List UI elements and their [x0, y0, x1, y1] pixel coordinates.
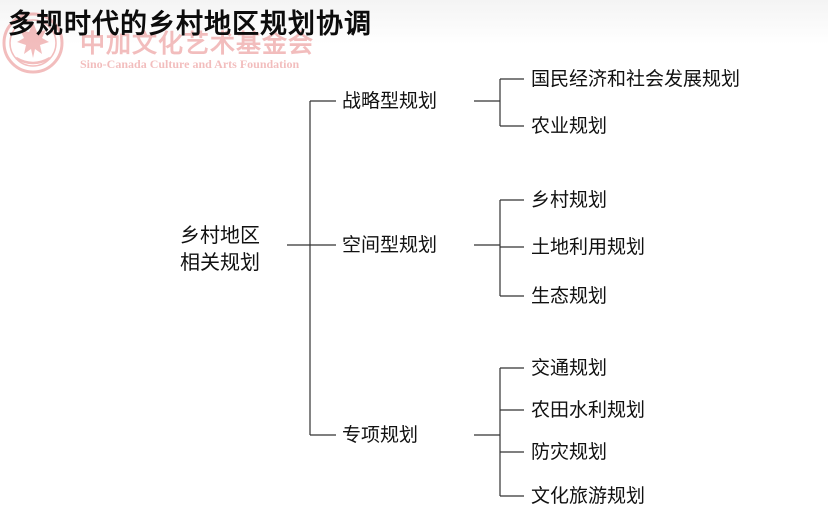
title-band [0, 0, 828, 44]
branch-node-special: 专项规划 [342, 424, 419, 446]
leaf-node: 农田水利规划 [531, 399, 646, 421]
leaf-node: 文化旅游规划 [531, 485, 646, 507]
root-node-line1: 乡村地区 [180, 223, 260, 247]
root-node: 乡村地区 相关规划 [172, 222, 268, 276]
leaf-node: 乡村规划 [531, 189, 608, 211]
watermark: 中加文化艺术基金会 Sino-Canada Culture and Arts F… [0, 10, 330, 76]
watermark-name-en: Sino-Canada Culture and Arts Foundation [80, 57, 300, 71]
watermark-name-cn: 中加文化艺术基金会 [80, 29, 315, 58]
leaf-node: 国民经济和社会发展规划 [531, 68, 741, 90]
leaf-node: 土地利用规划 [531, 236, 646, 258]
slide-title: 多规时代的乡村地区规划协调 [8, 9, 372, 40]
leaf-node: 交通规划 [531, 357, 608, 379]
branch-node-strategic: 战略型规划 [342, 90, 438, 112]
foundation-logo-icon [2, 12, 64, 74]
leaf-node: 防灾规划 [531, 441, 608, 463]
branch-node-spatial: 空间型规划 [342, 234, 438, 256]
leaf-node: 生态规划 [531, 285, 608, 307]
leaf-node: 农业规划 [531, 115, 608, 137]
root-node-line2: 相关规划 [180, 250, 260, 274]
